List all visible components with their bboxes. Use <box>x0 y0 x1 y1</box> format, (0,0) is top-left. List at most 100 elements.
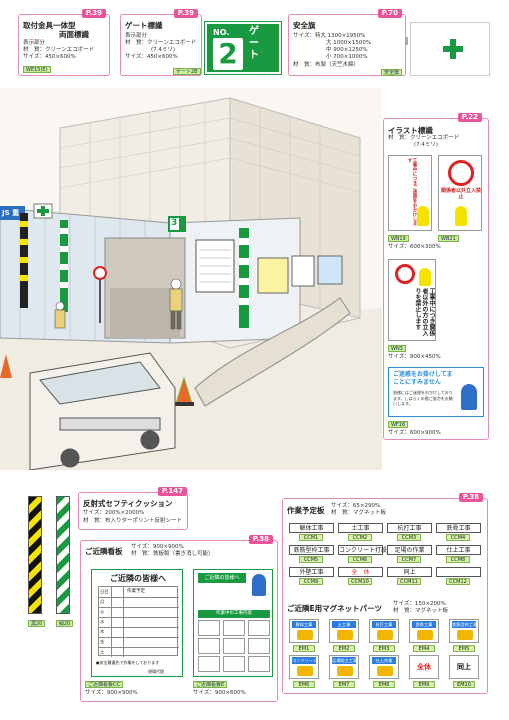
price-tag: P.38 <box>458 493 483 502</box>
schedule-chip-code: CCM3 <box>397 534 421 541</box>
magnet-part-label: コンクリート打設 <box>292 657 316 664</box>
schedule-chip: 足場の作業 <box>387 545 432 555</box>
product-code: ご近隣看板E <box>193 681 228 688</box>
product-size: サイズ：900×900% <box>131 544 184 550</box>
product-code: WE15(E) <box>23 66 51 73</box>
product-card-illustration-signs[interactable]: P.22 イラスト標識 材 質：クリーンエコボード (7.4ミリ) 工事中につき… <box>383 113 489 440</box>
product-title: ご近隣看板 <box>85 547 123 556</box>
product-size: サイズ：200%×2000% <box>83 510 145 516</box>
magnet-part-label: 解体工事 <box>292 621 316 628</box>
schedule-chip-code: CCM4 <box>446 534 470 541</box>
sign-text: 関係者以外立入禁止 <box>441 188 482 200</box>
product-material: 材 質：クリーンエコボード <box>23 47 95 53</box>
price-tag: P.39 <box>81 9 106 18</box>
product-title: 安全旗 <box>293 21 316 30</box>
product-card-safety-cushion[interactable]: P.147 反射式セフティクッション サイズ：200%×2000% 材 質：布入… <box>78 487 188 530</box>
sign-heading: ご迷惑をお掛けしてまことにすみません <box>393 371 453 386</box>
product-code: WB21 <box>438 235 459 242</box>
board-subtitle: 作業中の工事内容 <box>198 610 270 618</box>
sign-text: 工事中につき関係者以外の方の立入りを禁止します <box>414 288 435 336</box>
magnet-part: 鉄骨工事 <box>409 619 439 643</box>
product-size: サイズ：900×900% <box>85 690 138 696</box>
product-code: WF16 <box>388 421 409 428</box>
schedule-chip-code: CCM6 <box>348 556 372 563</box>
illust-sign-no-entry: 関係者以外立入禁止 <box>438 155 482 231</box>
magnet-part-label: 足場組立工事 <box>332 657 356 664</box>
magnet-parts-size: サイズ：150×200% <box>393 601 446 607</box>
product-size: サイズ：65×290% <box>331 503 381 509</box>
product-code: ご近隣看板CC <box>85 681 123 688</box>
magnet-part-code: EM4 <box>413 645 435 652</box>
gate-sign-number-label: NO. <box>213 28 230 37</box>
machine-icon <box>417 630 433 640</box>
product-size: サイズ：900×600% <box>193 690 246 696</box>
magnet-part-code: EM10 <box>453 681 475 688</box>
magnet-part-label: 同上 <box>457 663 471 671</box>
product-card-neighbor-board[interactable]: P.38 ご近隣看板 サイズ：900×900% 材 質：鉄板製（書き消し可能） … <box>80 535 278 702</box>
schedule-chip: 同上 <box>387 567 432 577</box>
product-material: 材 質：布入りターポリン＋反射シート <box>83 518 183 524</box>
product-code: ゲート2B <box>173 68 201 75</box>
magnet-part: コンクリート打設 <box>289 655 319 679</box>
product-size-s: 小 700×1000% <box>326 54 368 60</box>
product-title: ゲート標識 <box>125 21 163 30</box>
worker-figure-icon <box>419 268 431 286</box>
scene-js-sign: JS 重 <box>2 209 20 217</box>
schedule-chip-code: CCM7 <box>397 556 421 563</box>
magnet-part-label: 土工事 <box>332 621 356 628</box>
site-scene-svg <box>0 88 382 471</box>
worker-bowing-icon <box>461 384 477 410</box>
schedule-chip: 鉄骨工事 <box>436 523 481 533</box>
product-size-m: 中 900×1250% <box>326 47 368 53</box>
product-subtitle: 両面標識 <box>59 30 89 39</box>
magnet-part-label: 全休 <box>417 663 431 671</box>
schedule-chip-code: CCM5 <box>299 556 323 563</box>
product-card-gate-sign[interactable]: P.39 ゲート標識 表示部分 材 質：クリーンエコボード (7.4ミリ) サイ… <box>120 9 202 76</box>
green-white-pole-image <box>56 496 70 614</box>
magnet-part-label: 杭打工事 <box>372 621 396 628</box>
grid-header: 作業予定 <box>127 589 145 594</box>
schedule-chip-code: CCM1 <box>299 534 323 541</box>
schedule-chip: 全 休 <box>338 567 383 577</box>
magnet-part-code: EM9 <box>413 681 435 688</box>
price-tag: P.39 <box>173 9 198 18</box>
magnet-part-code: EM6 <box>293 681 315 688</box>
product-title: 作業予定板 <box>287 506 325 515</box>
machine-icon <box>337 630 353 640</box>
magnet-part-code: EM5 <box>453 645 475 652</box>
product-card-two-sided-sign[interactable]: P.39 取付金具一体型 両面標識 表示部分 材 質：クリーンエコボード サイズ… <box>18 9 110 76</box>
magnet-part-label: 仕上作業 <box>372 657 396 664</box>
product-note: 表示部分 <box>23 40 46 46</box>
product-material-thickness: (7.4ミリ) <box>414 142 439 148</box>
schedule-chip <box>436 567 481 577</box>
worker-figure-icon <box>252 574 266 596</box>
neighbor-board-weekly: ご近隣の皆様へ 作業予定 日目月火水木金土 ●安全最優先で作業をしております 現… <box>91 569 183 677</box>
schedule-chip-code: CCM10 <box>348 578 372 585</box>
schedule-chip: 外壁工事 <box>289 567 334 577</box>
sign-text: 工事中につきご迷惑をおかけします <box>407 158 417 226</box>
machine-icon <box>377 666 393 676</box>
product-card-safety-flag[interactable]: P.70 安全旗 サイズ：特大 1300×1950% 大 1000×1500% … <box>288 9 406 76</box>
schedule-chip: 土工事 <box>338 523 383 533</box>
product-material: 材 質：布製（天竺木綿） <box>293 62 360 68</box>
magnet-part: 仕上作業 <box>369 655 399 679</box>
green-cross-icon <box>443 39 463 59</box>
product-material: 材 質：クリーンエコボード <box>125 40 197 46</box>
product-size: サイズ：450×600% <box>23 54 76 60</box>
product-size: サイズ：600×900% <box>388 430 441 436</box>
product-title: 反射式セフティクッション <box>83 499 173 508</box>
product-size: サイズ：600×300% <box>388 244 441 250</box>
board-grid: 作業予定 日目月火水木金土 <box>98 586 179 657</box>
product-material: 材 質：鉄板製（書き消し可能） <box>131 551 214 557</box>
magnet-part-code: EM8 <box>373 681 395 688</box>
product-code: 安全旗 <box>381 69 403 76</box>
board-title: ご近隣の皆様へ <box>110 574 166 583</box>
gate-sign-image: NO. 2 ゲート <box>204 21 282 75</box>
magnet-part-label: 鉄骨工事 <box>412 621 436 628</box>
schedule-chip-code: CCM12 <box>446 578 470 585</box>
schedule-chip-code: CCM8 <box>446 556 470 563</box>
magnet-part: 解体工事 <box>289 619 319 643</box>
sign-body: 皆様にはご迷惑をおかけしております。しばらくの間ご協力をお願いします。 <box>393 390 453 406</box>
illust-sign-thank-you: ご迷惑をお掛けしてまことにすみません 皆様にはご迷惑をおかけしております。しばら… <box>388 367 484 417</box>
